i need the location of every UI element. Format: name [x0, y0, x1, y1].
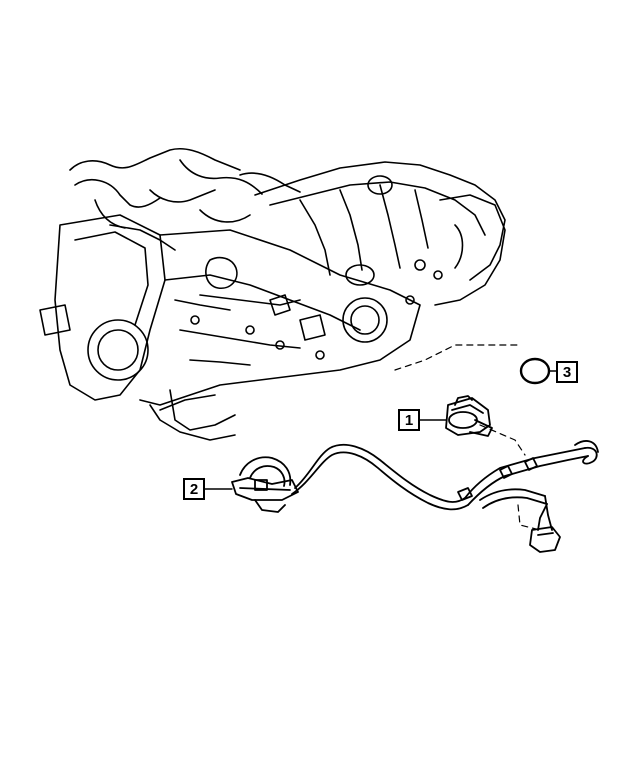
- callout-2: 2: [183, 478, 205, 500]
- leader-dashed-block: [394, 344, 521, 371]
- leader-dashed-connector: [517, 504, 541, 531]
- leader-dashed-sensor: [479, 424, 526, 456]
- wiring-harness-part: [231, 440, 599, 553]
- pressure-sensor-part: [445, 395, 493, 437]
- callout-3: 3: [556, 361, 578, 383]
- engine-block: [39, 147, 506, 441]
- o-ring-part: [519, 357, 551, 385]
- callout-1: 1: [398, 409, 420, 431]
